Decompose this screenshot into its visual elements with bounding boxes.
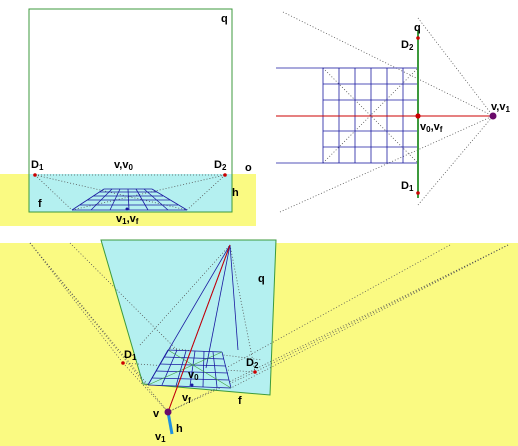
label-d1-top-right: D1 <box>401 180 414 193</box>
grid-top-left <box>71 188 188 211</box>
vf-point-top-left <box>125 207 129 211</box>
panel-top-left: q o h f D1 D2 v,v0 v1,vf <box>0 8 256 226</box>
height-segment-bottom <box>166 411 174 435</box>
label-h-top-left: h <box>232 187 239 199</box>
d2-point-top-left <box>223 173 227 177</box>
label-q-bottom: q <box>258 273 265 285</box>
grid-leaders-top-right <box>276 67 323 164</box>
d2-point-top-right <box>416 36 420 40</box>
viewer-point-bottom <box>164 408 172 416</box>
label-v-v1-top-right: v,v1 <box>491 101 510 114</box>
panel-top-right: q D2 D1 v0,vf v,v1 <box>276 11 510 213</box>
d2-point-bottom <box>253 370 257 374</box>
d1-point-bottom <box>121 361 125 365</box>
vf-point-bottom <box>190 383 194 387</box>
label-o-top-left: o <box>245 162 252 174</box>
label-d2-bottom: D2 <box>246 357 259 370</box>
label-q-top-left: q <box>221 13 228 25</box>
water-region-top-left <box>29 174 232 212</box>
v0-vf-point-top-right <box>415 113 421 119</box>
label-v1-bottom: v1 <box>155 431 166 444</box>
label-v0-vf-top-right: v0,vf <box>420 121 443 134</box>
label-f-bottom: f <box>238 395 242 407</box>
label-v-bottom: v <box>153 408 160 420</box>
label-h-bottom: h <box>176 423 183 435</box>
grid-bottom <box>147 349 232 389</box>
label-v1-vf-top-left: v1,vf <box>116 213 139 226</box>
d1-point-top-left <box>33 173 37 177</box>
label-f-top-left: f <box>38 198 42 210</box>
label-v-v0-top-left: v,v0 <box>114 159 133 172</box>
label-q-top-right: q <box>414 22 421 34</box>
label-d2-top-right: D2 <box>401 39 414 52</box>
label-vf-bottom: vf <box>182 392 191 405</box>
label-d1-top-left: D1 <box>31 159 44 172</box>
panel-bottom: q D1 D2 v0 vf f v h v1 <box>0 239 518 446</box>
d1-point-top-right <box>416 191 420 195</box>
label-d2-top-left: D2 <box>214 159 227 172</box>
label-v0-bottom: v0 <box>188 369 199 382</box>
label-d1-bottom: D1 <box>124 349 137 362</box>
dotted-guides-top-right <box>279 11 494 213</box>
picture-frame-top-left <box>28 8 233 213</box>
viewer-point-top-right <box>489 112 497 120</box>
sight-line-bottom <box>167 244 231 413</box>
